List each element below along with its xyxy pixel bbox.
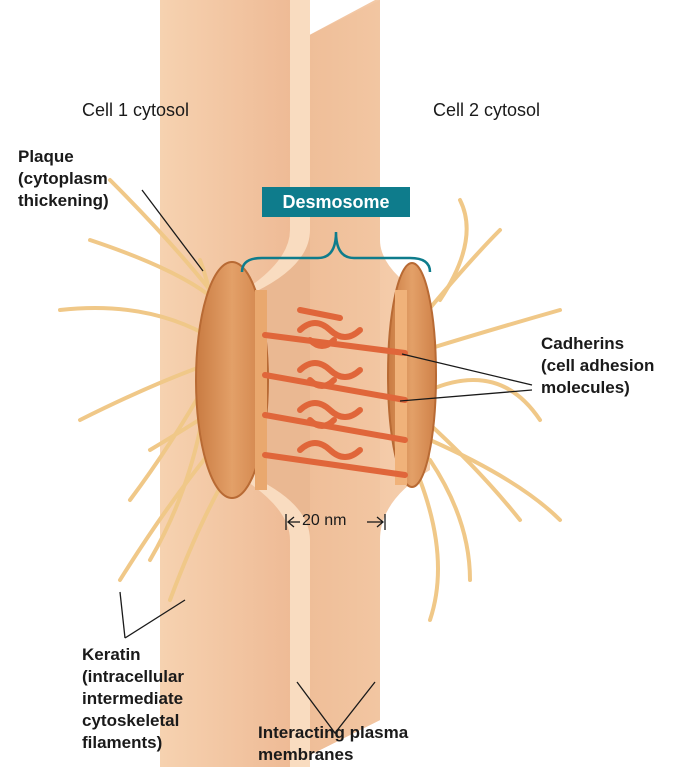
plaque-right: [388, 263, 436, 487]
measure-label: 20 nm: [302, 512, 346, 530]
keratin-label: Keratin (intracellular intermediate cyto…: [82, 644, 184, 754]
keratin-filaments-right: [420, 200, 560, 620]
plaque-label: Plaque (cytoplasm thickening): [18, 146, 109, 212]
plaque-left: [196, 262, 268, 498]
cell2-label: Cell 2 cytosol: [433, 99, 540, 121]
cell1-label: Cell 1 cytosol: [82, 99, 189, 121]
membranes-label: Interacting plasma membranes: [258, 722, 408, 766]
cadherins-label: Cadherins (cell adhesion molecules): [541, 333, 654, 399]
desmosome-label: Desmosome: [262, 187, 410, 217]
